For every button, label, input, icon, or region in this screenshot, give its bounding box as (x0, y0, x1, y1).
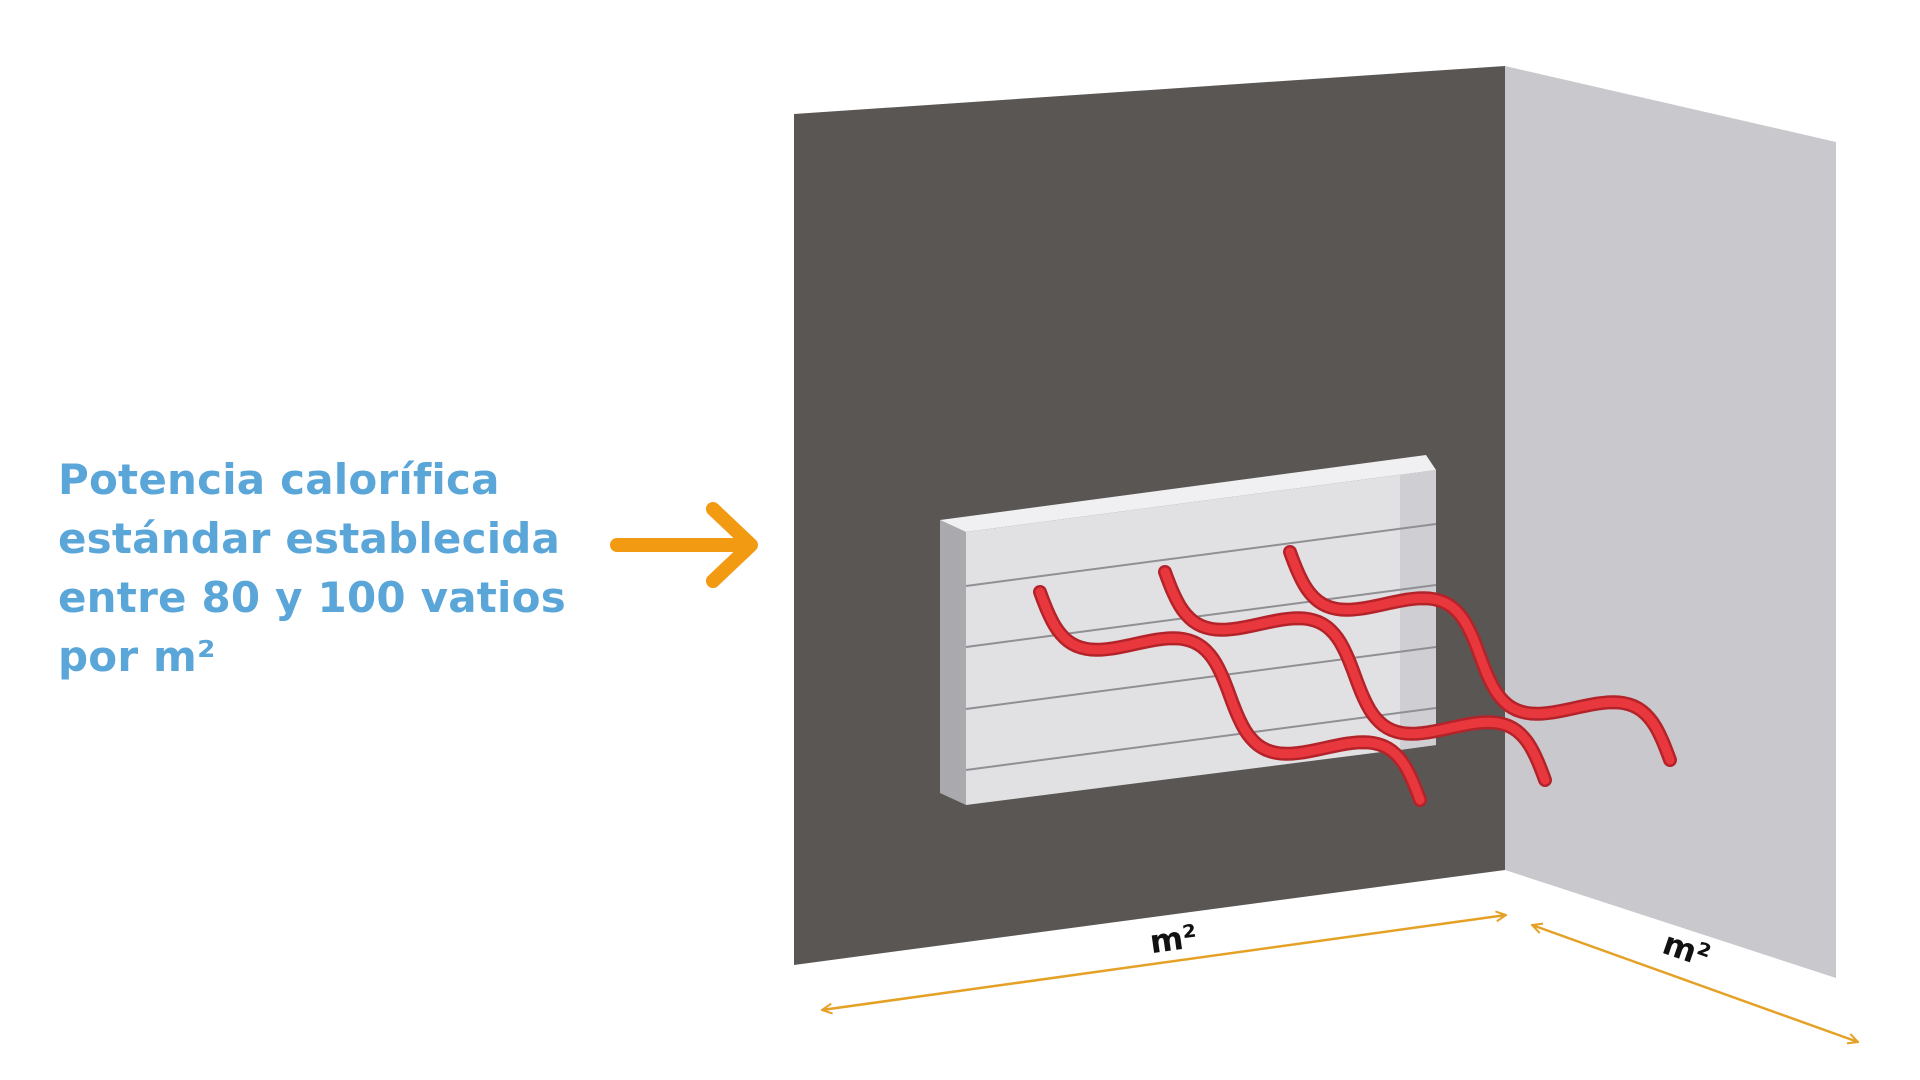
front-wall-dimension-arrow (822, 915, 1506, 1010)
radiator-fin-line (965, 584, 1437, 648)
radiator-fin-line (965, 523, 1437, 587)
radiator-front-shade (1400, 470, 1436, 750)
front-wall-dimension-label: m² (1147, 917, 1199, 961)
caption-line: entre 80 y 100 vatios (58, 573, 566, 622)
radiator-fin-line (965, 646, 1437, 710)
heat-wave-icon (1035, 587, 1425, 805)
heat-wave-icon (1160, 567, 1550, 785)
arrow-right-icon (610, 502, 758, 588)
side-wall-dimension-arrow (1532, 925, 1858, 1042)
radiator-fin-line (965, 707, 1437, 771)
caption-line: Potencia calorífica (58, 455, 500, 504)
caption-line: por m² (58, 632, 216, 681)
radiator-top (940, 455, 1436, 532)
radiator-front (966, 470, 1436, 805)
heat-waves (1033, 545, 1677, 807)
side-wall (1505, 66, 1836, 978)
heat-wave-icon (1285, 547, 1675, 765)
radiator-side (940, 520, 966, 805)
radiator-icon (940, 455, 1437, 805)
caption-line: estándar establecida (58, 514, 561, 563)
heating-power-caption: Potencia calorífica estándar establecida… (58, 450, 618, 686)
